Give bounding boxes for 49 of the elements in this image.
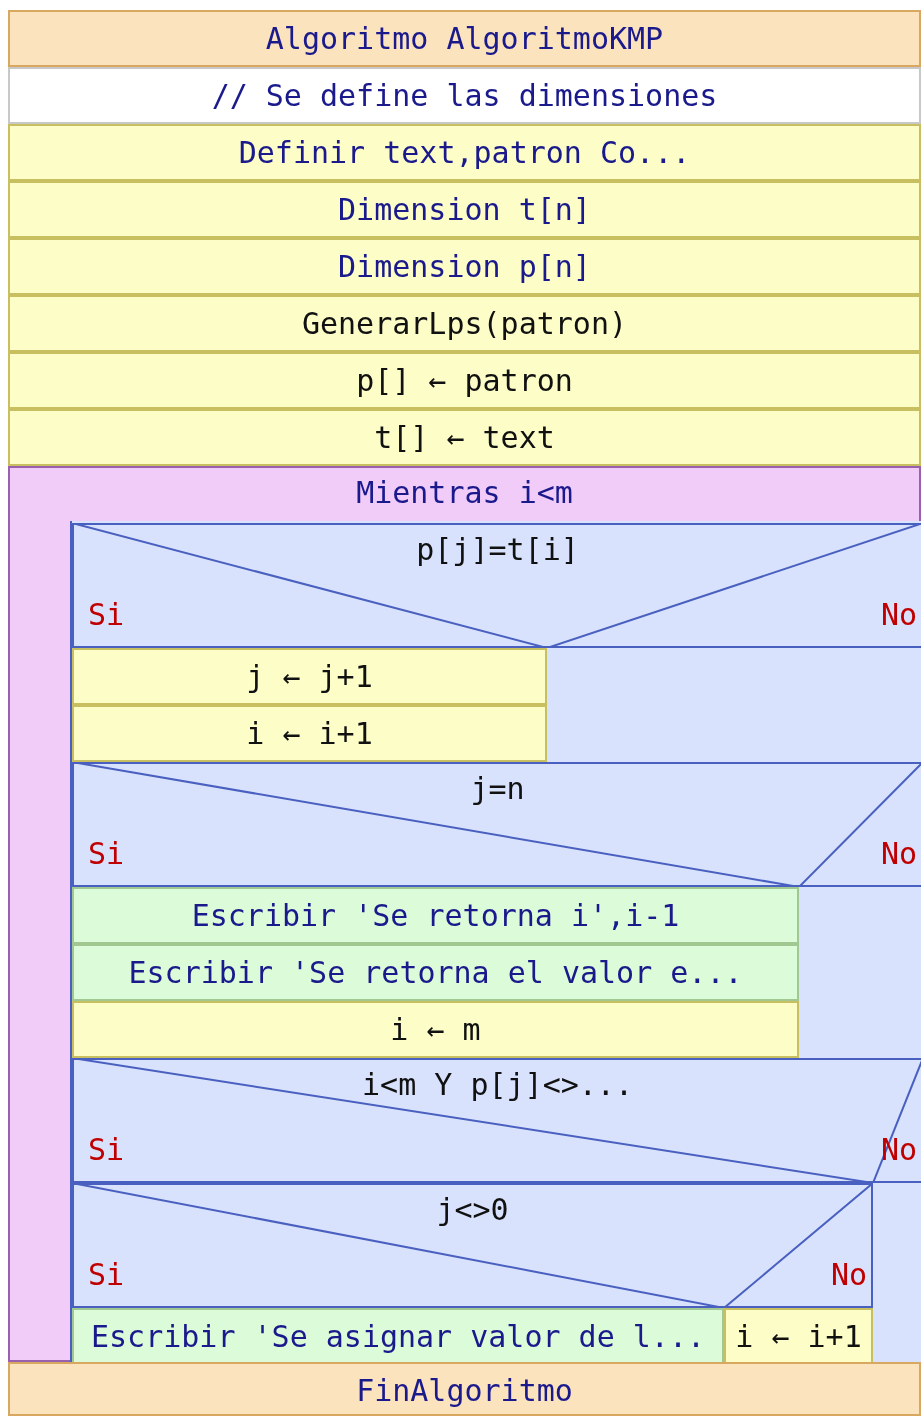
statement-box — [724, 1308, 873, 1364]
statement-text: GenerarLps(patron) — [300, 307, 629, 341]
condition-text: j=n — [469, 772, 526, 806]
decision-block — [72, 762, 921, 887]
branch-label: No — [830, 1258, 867, 1292]
comment-box — [8, 67, 921, 124]
statement-text: Definir text,patron Co... — [237, 136, 692, 170]
branch-label: No — [880, 598, 917, 632]
statement-box — [72, 1001, 799, 1058]
branch-label: Si — [88, 1258, 125, 1292]
condition-text: j<>0 — [435, 1193, 510, 1227]
statement-box — [8, 352, 921, 409]
statement-text: p[] ← patron — [355, 364, 574, 398]
statement-text: t[] ← text — [373, 421, 556, 455]
statement-box — [8, 238, 921, 295]
algorithm-header-box — [8, 1362, 921, 1416]
output-box — [72, 887, 799, 944]
statement-text: j ← j+1 — [245, 660, 374, 694]
branch-label: Si — [88, 837, 125, 871]
condition-text: i<m Y p[j]<>... — [361, 1068, 634, 1102]
branch-label: Si — [88, 598, 125, 632]
statement-box — [8, 409, 921, 466]
condition-text: p[j]=t[i] — [415, 533, 580, 567]
statement-text: i ← i+1 — [245, 717, 374, 751]
output-box — [72, 944, 799, 1001]
branch-label: Si — [88, 1133, 125, 1167]
statement-box — [72, 648, 547, 705]
decision-block — [72, 1183, 873, 1308]
comment-text: // Se define las dimensiones — [210, 79, 719, 113]
statement-text: Algoritmo AlgoritmoKMP — [264, 22, 665, 56]
statement-box — [8, 181, 921, 238]
while-loop-block — [8, 466, 921, 1362]
statement-text: FinAlgoritmo — [355, 1374, 574, 1408]
statement-text: i ← i+1 — [734, 1320, 863, 1354]
loop-condition-text: Mientras i<m — [355, 476, 574, 510]
branch-label: No — [880, 837, 917, 871]
output-box — [72, 1308, 724, 1364]
statement-box — [72, 705, 547, 762]
statement-text: Escribir 'Se retorna el valor e... — [127, 956, 744, 990]
statement-text: Dimension p[n] — [337, 250, 592, 284]
algorithm-header-box — [8, 10, 921, 67]
statement-box — [8, 124, 921, 181]
statement-text: Dimension t[n] — [337, 193, 592, 227]
statement-text: Escribir 'Se asignar valor de l... — [89, 1320, 707, 1354]
statement-box — [8, 295, 921, 352]
statement-text: Escribir 'Se retorna i',i-1 — [190, 899, 681, 933]
decision-block — [72, 1058, 921, 1183]
decision-block — [72, 523, 921, 648]
statement-text: i ← m — [389, 1013, 482, 1047]
